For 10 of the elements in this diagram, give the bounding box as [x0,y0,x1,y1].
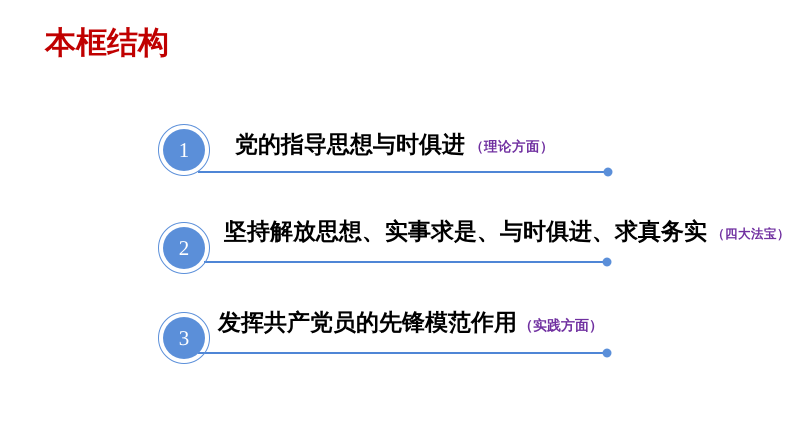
item-heading: 党的指导思想与时俱进 [235,134,465,157]
item-heading: 坚持解放思想、实事求是、与时俱进、求真务实 [224,221,707,244]
number-circle: 3 [158,312,210,364]
number-circle: 2 [158,222,210,274]
number-circle: 1 [158,124,210,176]
note-text: （四大法宝） [712,228,790,240]
note-text: （理论方面） [470,141,554,154]
item-heading: 发挥共产党员的先锋模范作用 [218,312,517,335]
note-text: （实践方面） [519,319,603,333]
page-title: 本框结构 [45,28,169,59]
